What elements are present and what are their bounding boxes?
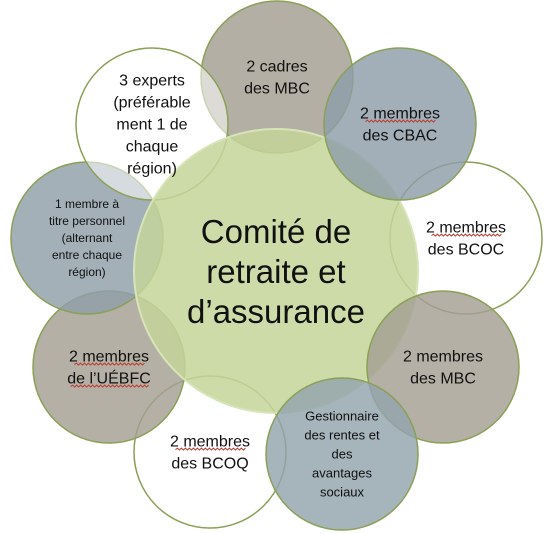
- member-label-cadres-mbc: 2 cadres des MBC: [244, 59, 310, 98]
- member-label-line: de l’UÉBFC: [67, 369, 151, 388]
- member-label-line: région): [68, 265, 105, 279]
- member-label-line: entre chaque: [52, 248, 122, 262]
- spellcheck-squiggle: [70, 384, 149, 388]
- member-label-line: 3 experts: [119, 73, 185, 90]
- member-label-line: région): [127, 161, 177, 178]
- center-title-line: Comité de: [201, 213, 351, 250]
- member-label-membres-bcoc: 2 membres des BCOC: [426, 220, 506, 259]
- member-label-line: 2 membres: [426, 220, 506, 237]
- member-label-line: des BCOC: [428, 242, 504, 259]
- member-label-membres-uebfc: 2 membres de l’UÉBFC: [67, 349, 151, 388]
- spellcheck-squiggle: [74, 362, 145, 366]
- spellcheck-squiggle: [175, 447, 246, 451]
- member-circle-membres-mbc: [366, 290, 520, 444]
- member-label-line: des MBC: [410, 371, 476, 388]
- member-label-line: des rentes et: [304, 428, 380, 443]
- member-label-line: 2 membres: [170, 434, 250, 451]
- member-label-line: sociaux: [320, 485, 365, 500]
- member-circles-overlap: [265, 47, 520, 531]
- member-label-line: des: [332, 447, 353, 462]
- member-label-membres-bcoq: 2 membres des BCOQ: [170, 434, 250, 473]
- member-label-line: des MBC: [244, 81, 310, 98]
- member-label-line: 2 cadres: [246, 59, 307, 76]
- member-label-line: avantages: [312, 466, 372, 481]
- member-circle-membres-cbac: [323, 47, 477, 201]
- member-label-gestionnaire: Gestionnaire des rentes et des avantages soc…: [304, 409, 380, 500]
- member-label-line: chaque: [126, 139, 179, 156]
- center-title-line: d’assurance: [187, 293, 365, 330]
- center-circle: [133, 128, 419, 414]
- member-label-line: 2 membres: [360, 106, 440, 123]
- member-label-line: (préférable: [113, 95, 190, 112]
- member-label-membres-mbc: 2 membres des MBC: [403, 349, 483, 388]
- member-label-line: ment 1 de: [116, 117, 187, 134]
- member-label-line: des BCOQ: [171, 456, 248, 473]
- spellcheck-squiggle: [365, 119, 436, 123]
- member-label-line: (alternant: [62, 231, 113, 245]
- member-label-line: des CBAC: [363, 128, 438, 145]
- member-label-line: Gestionnaire: [305, 409, 379, 424]
- member-circle-gestionnaire: [265, 377, 419, 531]
- spellcheck-squiggle: [431, 233, 502, 237]
- member-label-line: 2 membres: [403, 349, 483, 366]
- member-label-experts: 3 experts (préférable ment 1 de chaque régio…: [113, 73, 190, 178]
- member-label-line: 1 membre à: [55, 197, 119, 211]
- member-label-membre-titre-personnel: 1 membre à titre personnel (alternant entre…: [49, 197, 125, 279]
- member-label-line: 2 membres: [69, 349, 149, 366]
- member-label-line: titre personnel: [49, 214, 125, 228]
- member-label-membres-cbac: 2 membres des CBAC: [360, 106, 440, 145]
- center-title-line: retraite et: [206, 253, 345, 290]
